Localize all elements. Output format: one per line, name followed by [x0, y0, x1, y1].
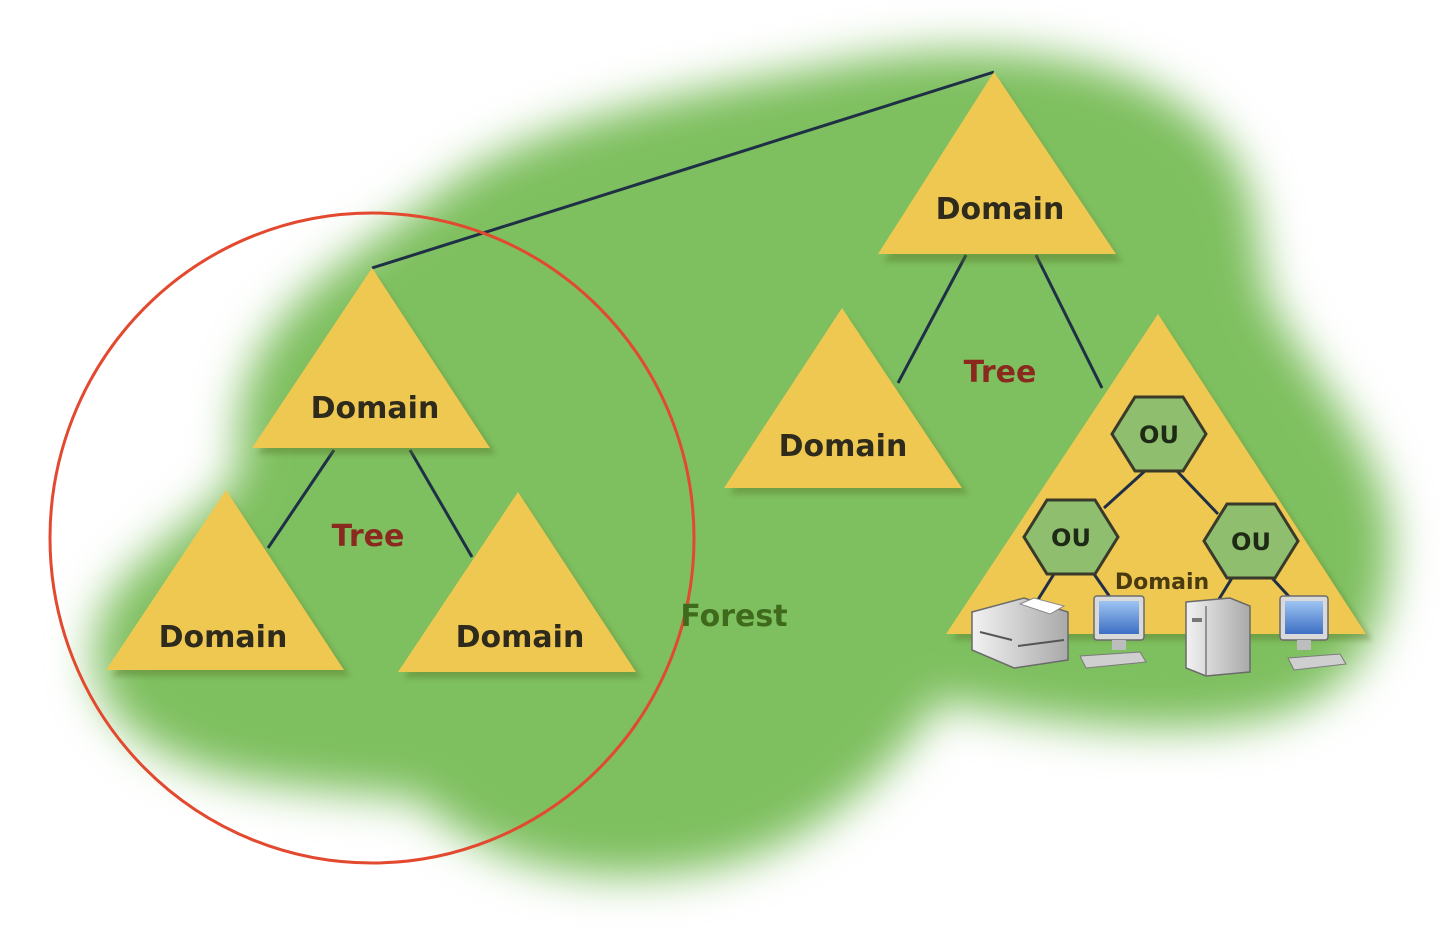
right-tree-link-left — [896, 254, 968, 384]
domain-left-root: Domain — [252, 268, 496, 454]
tree-connectors — [266, 70, 1104, 558]
left-tree-link-left — [266, 449, 336, 549]
left-tree-link-right — [408, 449, 474, 558]
domain-left-child-2: Domain — [398, 492, 642, 678]
right-tree-link-right — [1034, 254, 1104, 389]
domain-right-root: Domain — [878, 72, 1122, 262]
domain-label: Domain — [311, 391, 440, 426]
ou-link-right — [1174, 468, 1220, 516]
ou-label: OU — [1231, 528, 1271, 556]
domain-label: Domain — [779, 429, 908, 464]
printer-icon — [971, 597, 1069, 669]
root-link — [371, 70, 995, 270]
domain-label: Domain — [456, 620, 585, 655]
domain-left-child-1: Domain — [106, 490, 350, 676]
computer-icon — [1279, 595, 1347, 671]
right-tree: Domain Domain Tree OU OU — [724, 72, 1372, 677]
left-tree: Domain Domain Domain Tree — [106, 268, 642, 678]
domain-with-ous: OU OU OU Domain — [946, 314, 1372, 640]
ou-right: OU — [1202, 502, 1300, 580]
ou-label: OU — [1051, 524, 1091, 552]
forest-label: Forest — [680, 599, 787, 634]
domain-label: Domain — [936, 192, 1065, 227]
domain-right-child-1: Domain — [724, 308, 968, 494]
domain-label: Domain — [1115, 570, 1209, 595]
domain-label: Domain — [159, 620, 288, 655]
highlight-circle — [48, 211, 696, 865]
server-icon — [1185, 597, 1251, 677]
tree-label-right: Tree — [964, 355, 1037, 390]
ou-top: OU — [1110, 395, 1208, 473]
tree-label-left: Tree — [332, 519, 405, 554]
ou-label: OU — [1139, 421, 1179, 449]
ou-link-left — [1102, 468, 1148, 510]
ou-left: OU — [1022, 498, 1120, 576]
computer-icon — [1079, 595, 1147, 669]
